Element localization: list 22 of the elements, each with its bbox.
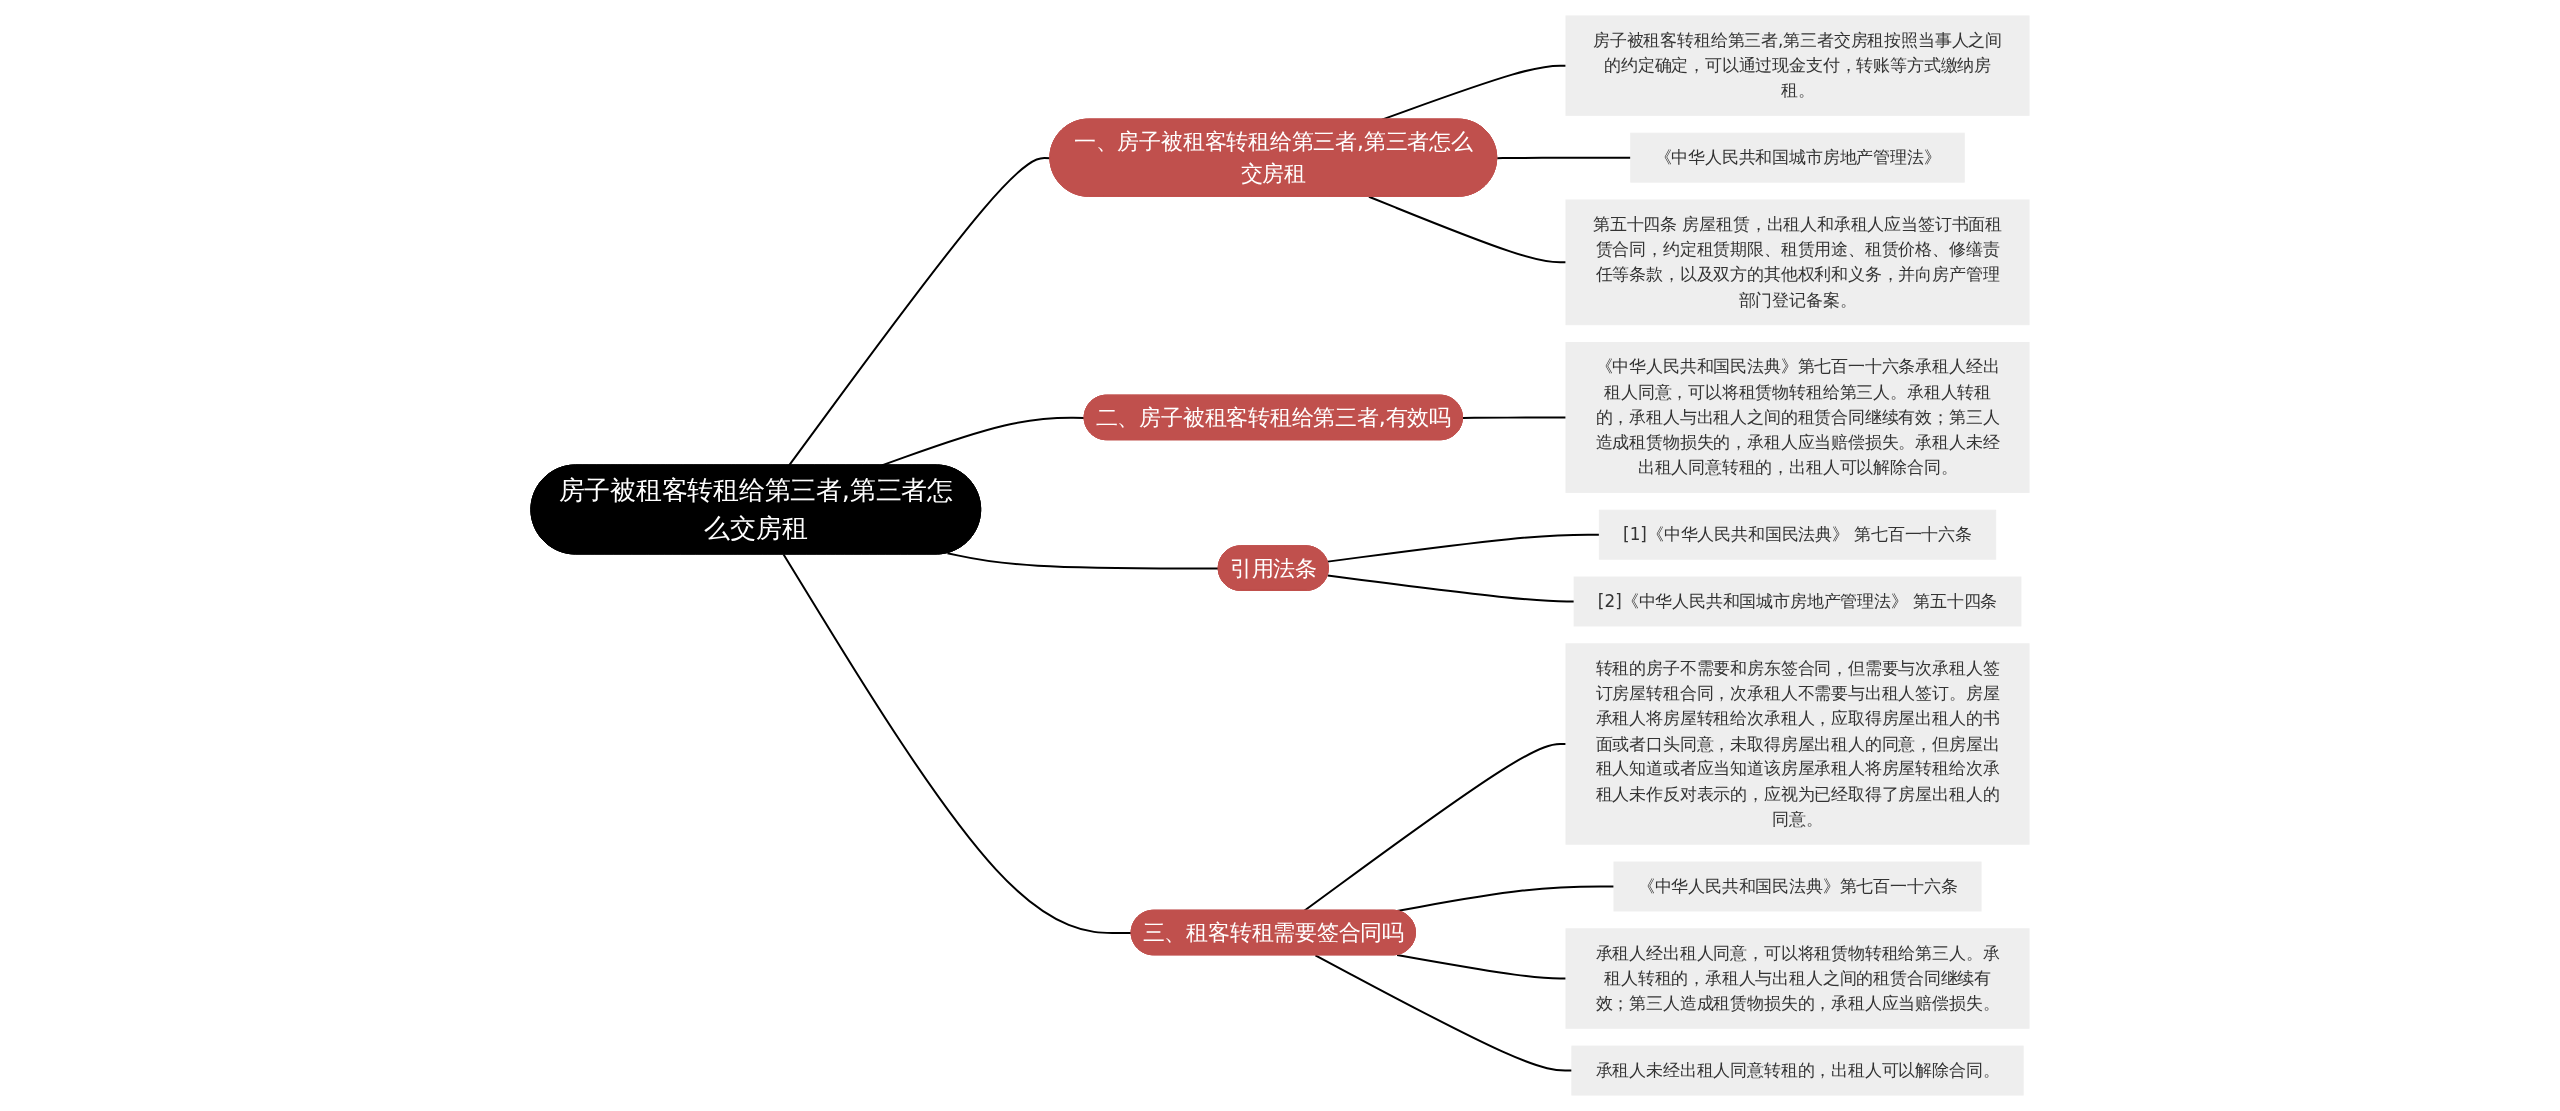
node-box [1571, 1045, 2024, 1096]
node-box [1565, 15, 2030, 116]
node-box [1613, 861, 1982, 912]
connector [782, 553, 1133, 934]
connector [1396, 954, 1567, 980]
connector [1396, 885, 1615, 912]
node-box [1565, 928, 2030, 1029]
connector [1496, 156, 1632, 160]
connector [1314, 954, 1573, 1072]
node-box [1598, 509, 1997, 560]
node-box [1565, 342, 2030, 493]
node-box [1565, 199, 2030, 326]
connector [1461, 416, 1567, 419]
connector [1367, 195, 1567, 264]
node-box [1630, 132, 1965, 183]
connector [1326, 533, 1601, 563]
mind-map-drawing: 房子被租客转租给第三者,第三者怎么交房租 一、房子被租客转租给第三者,第三者怎么交房租 房子被租客转租给第三者,第三者交房租按照当事人之间的约定确定，可以通过现金支付，转账等方式缴纳房租。 《中华人民共和国城市房地产管理法》 第五十四条 房屋租赁，出租人和承租人应当签订书面租赁合同，约定租赁期限、租赁用途、租赁价格、修缮责任等条款，以及双方的其他权利和义务，并向房产管理部门登记备案。 二、房子被租客转租给第三者,有效吗 《中华人民共和国民法典》第七百一十六条承租人经出租人同意，可以将租赁物转租给第三人。承租人转租的，承租人与出租人之间的租赁合同继续有效；第三人造成租赁物损失的，承租人应当赔偿损失。承租人未经出租人同意转租的，出租人可以解除合同。 引用法条 [1]《中华人民共和国民法典》 第七百一十六条 [2]《中华人民共和国城市房地产管理法》 第五十四条 三、租客转租需要签合同吗 转租的房子不需要和房东签合同，但需要与次承租人签订房屋转租合同，次承租人不需要与出租人签订。房屋承租人将房屋转租给次承租人，应取得房屋出租人的书面或者口头同意，未取得房屋出租人的同意，但房屋出租人知道或者应当知道该房屋承租人将房屋转租给次承租人未作反对表示的，应视为已经取得了房屋出租人的同意。 《中华人民共和国民法典》第七百一十六条 承租人经出租人同意，可以将租赁物转租给第三人。承租人转租的，承租人与出租人之间的租赁合同继续有效；第三人造成租赁物损失的，承租人应当赔偿损失。 承租人未经出租人同意转租的，出租人可以解除合同。 [523, 8, 2037, 1103]
connector [1303, 743, 1567, 912]
node-box [1565, 643, 2030, 845]
connector [1326, 574, 1576, 603]
node-box [1573, 576, 2022, 627]
connector [946, 552, 1220, 570]
